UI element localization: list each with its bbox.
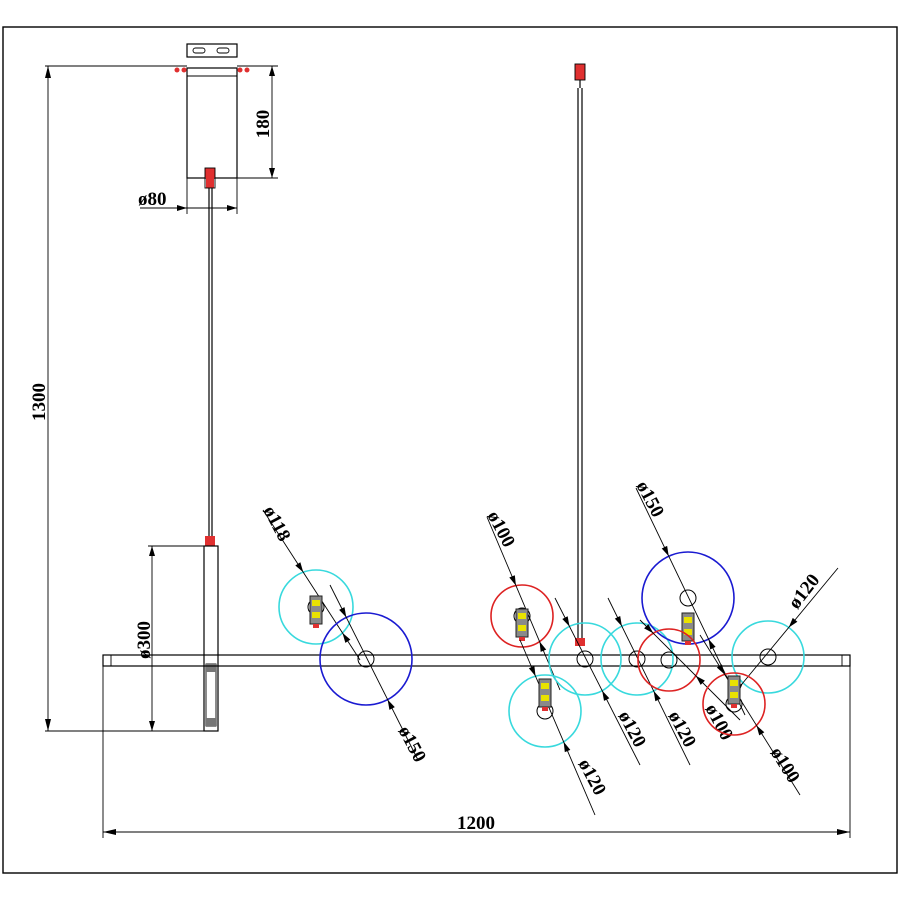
globe-diameter-label: ø118 — [259, 502, 295, 544]
dimension-arrow — [387, 699, 395, 710]
lamp-holder-band — [684, 617, 692, 623]
globe-leader-line — [736, 567, 839, 691]
dimension-arrow — [562, 616, 570, 627]
globe-ring — [278, 569, 354, 645]
globe-ring — [548, 622, 622, 696]
globe-diameter-label: ø120 — [664, 707, 700, 750]
globe-ring — [490, 584, 554, 648]
dimension-arrow — [509, 575, 516, 586]
dimension-arrow — [342, 632, 351, 643]
lamp-fitting — [685, 641, 691, 645]
main-bar — [102, 654, 851, 667]
label-overall-width: 1200 — [457, 813, 495, 834]
globe-leader-line — [639, 619, 741, 721]
globe-center — [357, 650, 375, 668]
lamp-holder-band — [518, 625, 526, 631]
label-canopy-height: 180 — [253, 110, 274, 139]
mounting-plate — [186, 43, 238, 58]
globe-diameter-label: ø100 — [483, 507, 519, 550]
globe-ring — [637, 628, 701, 692]
lamp-holder-band — [518, 613, 526, 619]
globe-center — [679, 589, 697, 607]
globe-diameter-label: ø150 — [632, 477, 668, 520]
side-bar — [203, 545, 219, 732]
globe-ring — [731, 620, 805, 694]
lamp-holder-band — [312, 612, 320, 618]
label-overall-height: 1300 — [29, 383, 50, 421]
dimension-arrow — [695, 675, 705, 685]
globe-ring — [702, 672, 766, 736]
globe-center — [628, 650, 646, 668]
lamp-fitting — [519, 637, 525, 641]
dimension-arrow — [614, 616, 622, 627]
dimension-arrow — [295, 562, 304, 573]
globe-ring — [319, 612, 413, 706]
globe-ring — [600, 622, 674, 696]
globe-center — [759, 648, 777, 666]
suspension-rod-side — [205, 188, 215, 546]
dimension-arrow — [602, 690, 610, 701]
drawing-frame — [2, 26, 898, 874]
lamp-holder-band — [730, 692, 738, 698]
dimension-canopy-height: 180 — [237, 65, 278, 179]
lamp-holder-band — [541, 695, 549, 701]
label-canopy-diameter: ø80 — [138, 189, 167, 210]
globe-diameter-label: ø150 — [394, 722, 430, 765]
dimension-arrow — [653, 690, 661, 702]
dimension-canopy-diameter: ø80 — [138, 178, 238, 214]
dimension-arrow — [339, 607, 347, 618]
dimension-arrow — [708, 639, 716, 650]
globe-center — [576, 650, 594, 668]
dimension-bar-height: ø300 — [134, 545, 204, 732]
lamp-fitting — [542, 707, 548, 711]
label-bar-height: ø300 — [134, 621, 155, 659]
dimension-arrow — [539, 641, 547, 652]
lamp-holder-band — [684, 629, 692, 635]
dimension-arrow — [644, 624, 654, 634]
lamp-fitting — [731, 704, 737, 708]
dimension-arrow — [563, 741, 571, 753]
dimension-arrow — [716, 664, 725, 675]
globe-diameter-label: ø120 — [614, 707, 650, 750]
dimension-overall-width: 1200 — [102, 666, 851, 838]
lamp-holder-band — [312, 600, 320, 606]
dimension-overall-height: 1300 — [29, 65, 204, 732]
globe-center — [660, 651, 678, 669]
globe-leader-line — [486, 516, 561, 691]
dimension-arrow — [661, 545, 669, 557]
dimension-arrow — [528, 665, 536, 677]
dimension-arrow — [788, 617, 798, 628]
dimension-arrow — [756, 725, 765, 736]
lamp-holder-band — [730, 680, 738, 686]
suspension-rod-front — [574, 63, 586, 646]
globe-ring — [508, 674, 582, 748]
globe-diameter-label: ø100 — [766, 744, 804, 787]
canopy — [174, 67, 250, 189]
lamp-fitting — [313, 624, 319, 628]
globe-leader-line — [699, 634, 801, 796]
lamp-holder-band — [541, 683, 549, 689]
